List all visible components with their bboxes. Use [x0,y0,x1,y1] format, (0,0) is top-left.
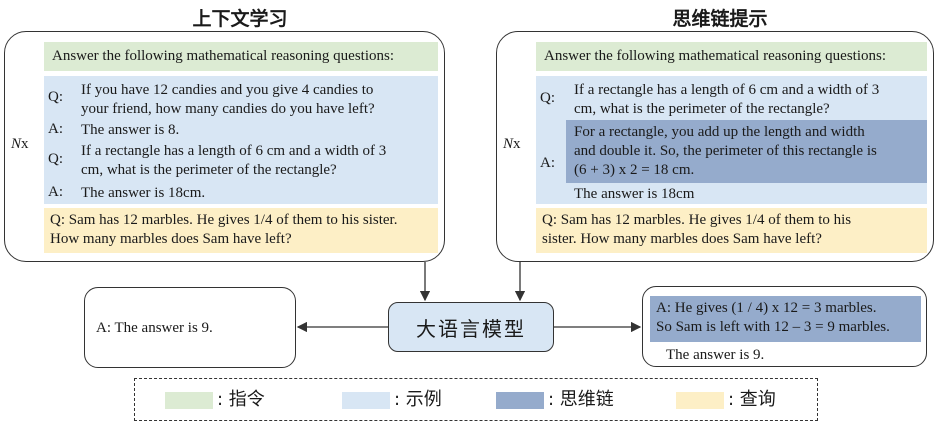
legend-item-instruction: : 指令 [165,390,265,410]
left-instruction: Answer the following mathematical reason… [44,42,438,71]
left-query-line1: Q: Sam has 12 marbles. He gives 1/4 of t… [50,212,398,228]
left-query: Q: Sam has 12 marbles. He gives 1/4 of t… [44,208,438,253]
right-query: Q: Sam has 12 marbles. He gives 1/4 of t… [536,208,927,253]
right-output-cot-line2: So Sam is left with 12 – 3 = 9 marbles. [656,319,890,335]
right-cot-line1: For a rectangle, you add up the length a… [574,124,865,140]
right-cot-line3: (6 + 3) x 2 = 18 cm. [574,162,695,178]
right-output-cot-line1: A: He gives (1 / 4) x 12 = 3 marbles. [656,300,877,316]
left-query-line2: How many marbles does Sam have left? [50,231,292,247]
right-a-label: A: [540,155,555,171]
right-cot-line2: and double it. So, the perimeter of this… [574,143,877,159]
right-chain-of-thought: For a rectangle, you add up the length a… [566,120,927,183]
legend-swatch-chain-of-thought [496,391,544,409]
left-a2-label: A: [48,184,63,200]
left-q1-line1: If you have 12 candies and you give 4 ca… [81,82,374,98]
left-repeat-label: Nx [11,136,29,152]
left-title: 上下文学习 [192,8,288,30]
left-q1-line2: your friend, how many candies do you hav… [81,101,375,117]
legend-item-chain-of-thought: : 思维链 [496,390,614,410]
legend-swatch-demonstration [342,391,390,409]
left-q2-line1: If a rectangle has a length of 6 cm and … [81,143,387,159]
right-instruction: Answer the following mathematical reason… [536,42,927,71]
right-answer: The answer is 18cm [574,186,695,202]
right-output-answer: The answer is 9. [666,347,765,363]
left-a2-text: The answer is 18cm. [81,185,206,201]
left-q2-label: Q: [48,151,63,167]
right-q-label: Q: [540,90,555,106]
left-instruction-text: Answer the following mathematical reason… [52,48,395,64]
right-instruction-text: Answer the following mathematical reason… [544,48,887,64]
right-title: 思维链提示 [672,8,768,30]
left-a1-text: The answer is 8. [81,122,180,138]
legend-label-chain-of-thought: : 思维链 [548,389,614,410]
right-q-line1: If a rectangle has a length of 6 cm and … [574,82,880,98]
right-repeat-label: Nx [503,136,521,152]
legend-label-demonstration: : 示例 [394,389,442,410]
left-demonstrations [44,76,438,204]
right-output-cot: A: He gives (1 / 4) x 12 = 3 marbles. So… [650,296,921,342]
legend-swatch-instruction [165,391,213,409]
left-output-box [84,287,296,368]
legend-label-instruction: : 指令 [217,389,265,410]
right-query-line1: Q: Sam has 12 marbles. He gives 1/4 of t… [542,212,852,228]
legend-label-query: : 查询 [728,389,776,410]
llm-box: 大语言模型 [388,302,554,352]
right-query-line2: sister. How many marbles does Sam have l… [542,231,822,247]
left-q1-label: Q: [48,89,63,105]
legend [134,378,818,421]
left-output-text: A: The answer is 9. [96,320,213,336]
left-q2-line2: cm, what is the perimeter of the rectang… [81,162,337,178]
legend-item-query: : 查询 [676,390,776,410]
legend-swatch-query [676,391,724,409]
legend-item-demonstration: : 示例 [342,390,442,410]
left-a1-label: A: [48,121,63,137]
right-q-line2: cm, what is the perimeter of the rectang… [574,101,830,117]
